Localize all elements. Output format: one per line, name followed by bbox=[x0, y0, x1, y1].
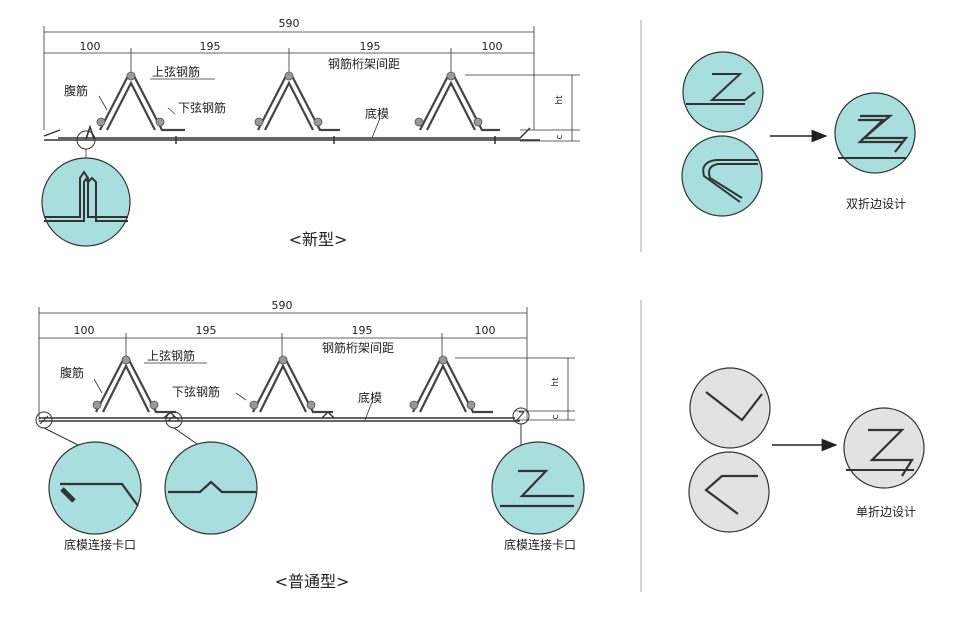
common-dim-seg3: 195 bbox=[352, 324, 373, 337]
common-dim-total: 590 bbox=[272, 299, 293, 312]
common-joint-caption-right: 底模连接卡口 bbox=[504, 537, 576, 552]
common-type-caption: <普通型> bbox=[275, 572, 350, 591]
double-fold-panel: 双折边设计 bbox=[681, 51, 916, 217]
common-type-diagram: 590 100 195 195 100 ht c bbox=[35, 299, 585, 591]
new-label-top-chord: 上弦钢筋 bbox=[152, 64, 200, 79]
common-label-bottom-chord: 下弦钢筋 bbox=[172, 384, 220, 399]
new-label-bottom-form: 底模 bbox=[365, 106, 389, 121]
common-label-spacing: 钢筋桁架间距 bbox=[322, 340, 394, 355]
common-label-bottom-form: 底模 bbox=[358, 390, 382, 405]
common-joint-caption-left: 底模连接卡口 bbox=[64, 537, 136, 552]
common-cover-label: c bbox=[551, 414, 561, 419]
common-dimension-lines bbox=[38, 307, 528, 420]
common-detail-left bbox=[48, 441, 142, 535]
common-dim-seg4: 100 bbox=[475, 324, 496, 337]
new-dim-seg4: 100 bbox=[482, 40, 503, 53]
new-label-spacing: 钢筋桁架间距 bbox=[328, 56, 400, 71]
new-label-web-bar: 腹筋 bbox=[64, 83, 88, 98]
common-dim-seg2: 195 bbox=[196, 324, 217, 337]
common-height-label: ht bbox=[551, 377, 561, 387]
new-type-caption: <新型> bbox=[289, 230, 348, 249]
new-height-dims bbox=[465, 74, 580, 142]
common-dim-seg1: 100 bbox=[74, 324, 95, 337]
new-bottom-form bbox=[43, 124, 540, 141]
single-fold-panel: 单折边设计 bbox=[688, 367, 925, 533]
common-chord-bars bbox=[92, 355, 476, 410]
new-chord-bars bbox=[96, 71, 483, 127]
new-dim-seg3: 195 bbox=[360, 40, 381, 53]
single-fold-caption: 单折边设计 bbox=[856, 504, 916, 519]
common-label-top-chord: 上弦钢筋 bbox=[147, 348, 195, 363]
new-label-bottom-chord: 下弦钢筋 bbox=[178, 100, 226, 115]
new-dim-seg1: 100 bbox=[80, 40, 101, 53]
common-height-dims bbox=[455, 357, 575, 421]
common-bottom-form bbox=[39, 411, 520, 422]
new-dimension-lines bbox=[43, 26, 535, 130]
common-detail-markers bbox=[35, 407, 530, 447]
new-height-label: ht bbox=[555, 95, 565, 105]
new-fasteners bbox=[175, 136, 496, 144]
common-label-web-bar: 腹筋 bbox=[60, 365, 84, 380]
new-cover-label: c bbox=[555, 134, 565, 139]
common-detail-right bbox=[491, 441, 585, 535]
new-detail-magnified bbox=[41, 157, 131, 247]
double-fold-caption: 双折边设计 bbox=[846, 196, 906, 211]
new-dim-seg2: 195 bbox=[200, 40, 221, 53]
new-type-diagram: 590 100 195 195 100 ht c bbox=[41, 17, 580, 249]
common-leaders bbox=[93, 362, 373, 421]
new-dim-total: 590 bbox=[279, 17, 300, 30]
new-leaders bbox=[98, 78, 381, 139]
common-detail-middle bbox=[164, 441, 258, 535]
